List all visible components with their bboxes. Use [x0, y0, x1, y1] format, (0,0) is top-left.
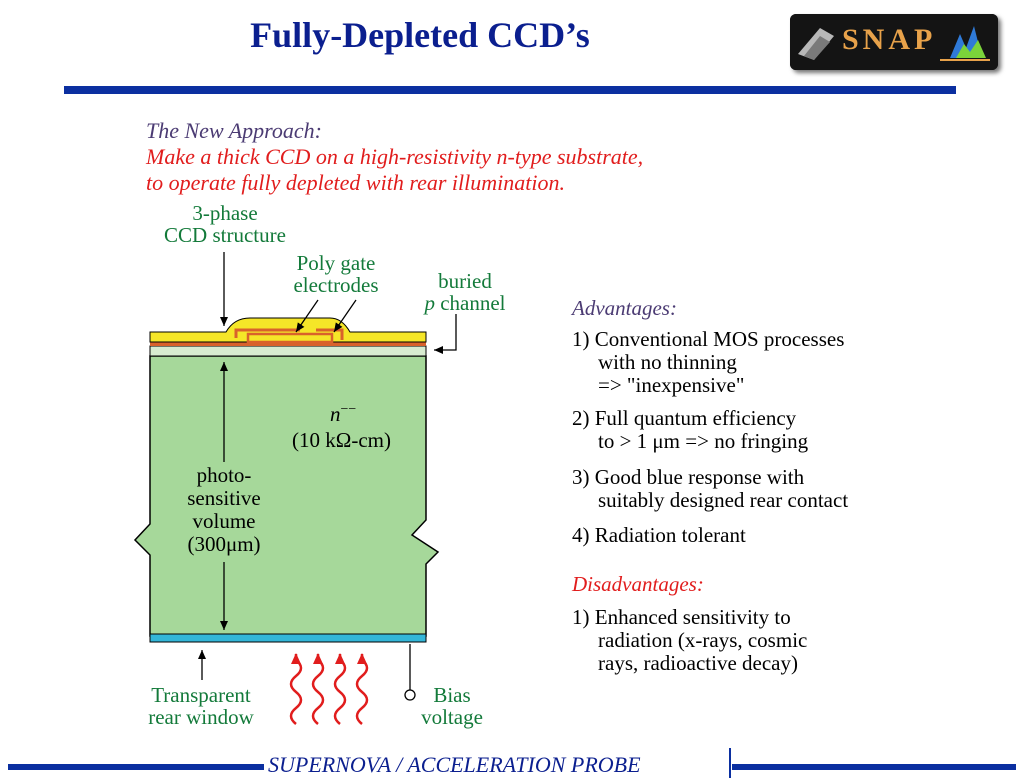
disadvantage-item-1: 1) Enhanced sensitivity to radiation (x-… [572, 605, 808, 675]
header-divider [64, 86, 956, 94]
illumination-arrows [289, 653, 369, 725]
label-resistivity: (10 kΩ-cm) [292, 428, 391, 452]
light-wave-arrow-1 [289, 653, 303, 725]
poly-gate-arrow-2 [333, 299, 357, 333]
footer-title: SUPERNOVA / ACCELERATION PROBE [268, 752, 641, 777]
buried-channel-arrow [434, 314, 457, 354]
footer-tick [729, 748, 731, 778]
page-title: Fully-Depleted CCD’s [250, 15, 590, 55]
intro-line-2: to operate fully depleted with rear illu… [146, 170, 565, 195]
advantage-item-2: 2) Full quantum efficiency to > 1 μm => … [572, 406, 809, 453]
telescope-icon [790, 14, 998, 70]
light-wave-arrow-3 [333, 653, 347, 725]
label-photosensitive-volume: photo- sensitive volume (300μm) [187, 463, 261, 556]
intro-line-1: Make a thick CCD on a high-resistivity n… [146, 144, 644, 169]
substrate-region [133, 355, 440, 637]
light-wave-arrow-4 [355, 653, 369, 725]
rear-window-layer [149, 633, 427, 643]
intro-heading: The New Approach: [146, 118, 322, 143]
snap-logo: SNAP [790, 14, 998, 70]
oxide-layer [150, 342, 426, 346]
buried-channel-layer [149, 345, 427, 357]
disadvantages-heading: Disadvantages: [572, 572, 704, 596]
poly-gate-arrow-1 [295, 299, 319, 333]
label-buried-channel: buried p channel [424, 269, 506, 315]
poly-gate-electrode-left [234, 328, 300, 338]
footer-divider-left [8, 764, 264, 770]
logo-text: SNAP [842, 23, 937, 56]
advantages-heading: Advantages: [572, 296, 677, 320]
poly-gate-electrode-middle [246, 332, 334, 344]
bias-terminal-icon [404, 689, 416, 701]
advantage-item-1: 1) Conventional MOS processes with no th… [572, 327, 845, 397]
footer-divider-right [732, 764, 1016, 770]
light-wave-arrow-2 [311, 653, 325, 725]
advantage-item-3: 3) Good blue response with suitably desi… [572, 465, 849, 512]
label-n-type: n−− [330, 402, 357, 426]
advantage-item-4: 4) Radiation tolerant [572, 523, 746, 547]
